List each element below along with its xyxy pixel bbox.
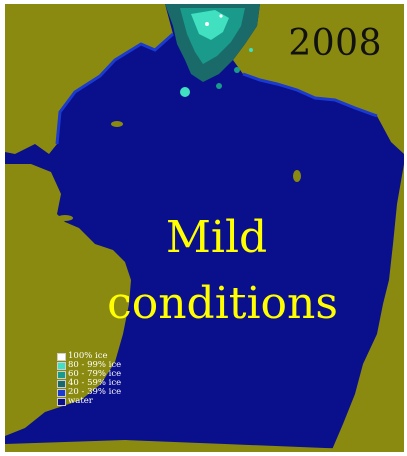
- legend-item: 40 - 59% ice: [57, 379, 121, 388]
- legend-label: 100% ice: [68, 351, 108, 361]
- legend-label: 40 - 59% ice: [68, 378, 122, 388]
- legend-label: 20 - 39% ice: [68, 387, 122, 397]
- legend-item: water: [57, 397, 121, 406]
- legend-item: 20 - 39% ice: [57, 388, 121, 397]
- headline-line-2: conditions: [107, 278, 338, 329]
- island: [111, 121, 123, 127]
- ice-patch: [234, 67, 240, 73]
- legend-swatch: [57, 397, 66, 406]
- ice-patch: [219, 14, 223, 18]
- year-label: 2008: [288, 23, 382, 64]
- island: [293, 170, 301, 182]
- coastal-shading: [242, 72, 378, 118]
- headline-line-1: Mild: [165, 212, 268, 263]
- legend-swatch: [57, 370, 66, 379]
- land-north-east: [233, 4, 404, 154]
- island: [57, 215, 73, 221]
- land-west: [5, 164, 131, 436]
- legend-swatch: [57, 388, 66, 397]
- legend-item: 80 - 99% ice: [57, 361, 121, 370]
- legend-item: 100% ice: [57, 352, 121, 361]
- legend-swatch: [57, 379, 66, 388]
- legend-label: 80 - 99% ice: [68, 360, 122, 370]
- ice-patch: [216, 83, 222, 89]
- legend-label: 60 - 79% ice: [68, 369, 122, 379]
- ice-patch: [191, 10, 229, 40]
- ice-patch: [249, 48, 253, 52]
- ice-patch: [180, 87, 190, 97]
- land-south: [5, 440, 404, 452]
- legend-item: 60 - 79% ice: [57, 370, 121, 379]
- legend-swatch: [57, 352, 66, 361]
- legend-label: water: [68, 396, 93, 406]
- land-east: [331, 164, 404, 452]
- ice-patch: [205, 22, 209, 26]
- land-north: [5, 4, 173, 154]
- coastal-shading: [55, 32, 174, 145]
- map-canvas: [5, 4, 404, 452]
- legend-swatch: [57, 361, 66, 370]
